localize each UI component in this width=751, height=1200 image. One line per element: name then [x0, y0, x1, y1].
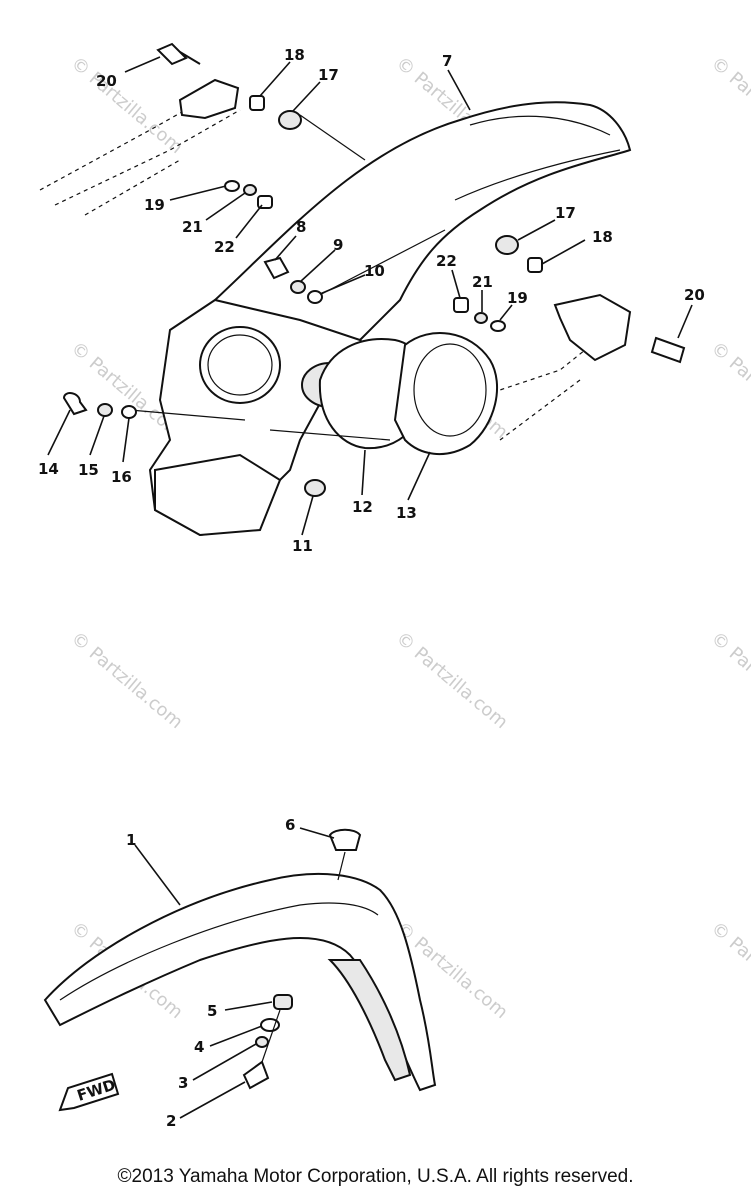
lens-opening — [199, 326, 281, 404]
callout-13: 13 — [396, 504, 417, 522]
bolt-20-left — [156, 42, 188, 66]
left-bracket — [178, 78, 240, 120]
watermark: © Partzilla.com — [707, 338, 751, 443]
damper-5 — [273, 994, 293, 1010]
callout-18: 18 — [592, 228, 613, 246]
washer-15 — [97, 403, 113, 417]
watermark: © Partzilla.com — [392, 628, 512, 733]
lock-washer-21-right — [474, 312, 488, 324]
callout-15: 15 — [78, 461, 99, 479]
callout-17: 17 — [318, 66, 339, 84]
copyright-notice: ©2013 Yamaha Motor Corporation, U.S.A. A… — [117, 1166, 634, 1187]
grommet-17-right — [495, 235, 519, 255]
watermark: © Partzilla.com — [707, 918, 751, 1023]
watermark: © Partzilla.com — [707, 628, 751, 733]
grommet-11 — [304, 479, 326, 497]
washer-10 — [307, 290, 323, 304]
callout-20: 20 — [684, 286, 705, 304]
right-bracket — [553, 293, 632, 362]
watermark: © Partzilla.com — [67, 628, 187, 733]
washer-16 — [121, 405, 137, 419]
callout-11: 11 — [292, 537, 313, 555]
washer-9 — [290, 280, 306, 294]
callout-22: 22 — [214, 238, 235, 256]
grommet-17-left — [278, 110, 302, 130]
callout-21: 21 — [472, 273, 493, 291]
callout-12: 12 — [352, 498, 373, 516]
upper-leaders — [47, 56, 693, 536]
watermark: © Partzilla.com — [707, 53, 751, 158]
callout-19: 19 — [507, 289, 528, 307]
callout-3: 3 — [178, 1074, 188, 1092]
washer-4 — [260, 1018, 280, 1032]
callout-20: 20 — [96, 72, 117, 90]
callout-10: 10 — [364, 262, 385, 280]
lower-leaders — [134, 827, 335, 1119]
nut-22-right — [453, 297, 469, 313]
callout-6: 6 — [285, 816, 295, 834]
collar-18-right — [527, 257, 543, 273]
bolt-20-right — [650, 336, 686, 364]
callout-17: 17 — [555, 204, 576, 222]
callout-18: 18 — [284, 46, 305, 64]
bolt-6 — [328, 828, 362, 851]
callout-2: 2 — [166, 1112, 176, 1130]
callout-14: 14 — [38, 460, 59, 478]
callout-5: 5 — [207, 1002, 217, 1020]
callout-9: 9 — [333, 236, 343, 254]
front-fender-assembly — [43, 828, 437, 1112]
callout-8: 8 — [296, 218, 306, 236]
callout-4: 4 — [194, 1038, 204, 1056]
washer-19-left — [224, 180, 240, 192]
callout-7: 7 — [442, 52, 452, 70]
fwd-arrow-icon — [58, 1072, 120, 1112]
rear-fender-assembly — [39, 78, 632, 537]
callout-16: 16 — [111, 468, 132, 486]
callout-21: 21 — [182, 218, 203, 236]
callout-19: 19 — [144, 196, 165, 214]
lock-washer-21-left — [243, 184, 257, 196]
upper-hardware — [62, 42, 686, 497]
license-plate-bracket — [154, 453, 282, 537]
washer-19-right — [490, 320, 506, 332]
callout-labels: 20 18 17 7 19 21 22 8 9 10 17 18 22 21 1… — [38, 46, 705, 1130]
front-fender — [43, 872, 437, 1092]
callout-22: 22 — [436, 252, 457, 270]
collar-18-left — [249, 95, 265, 111]
callout-1: 1 — [126, 831, 136, 849]
bolt-2 — [242, 1060, 270, 1090]
screw-14 — [62, 392, 88, 416]
washer-3 — [255, 1036, 269, 1048]
